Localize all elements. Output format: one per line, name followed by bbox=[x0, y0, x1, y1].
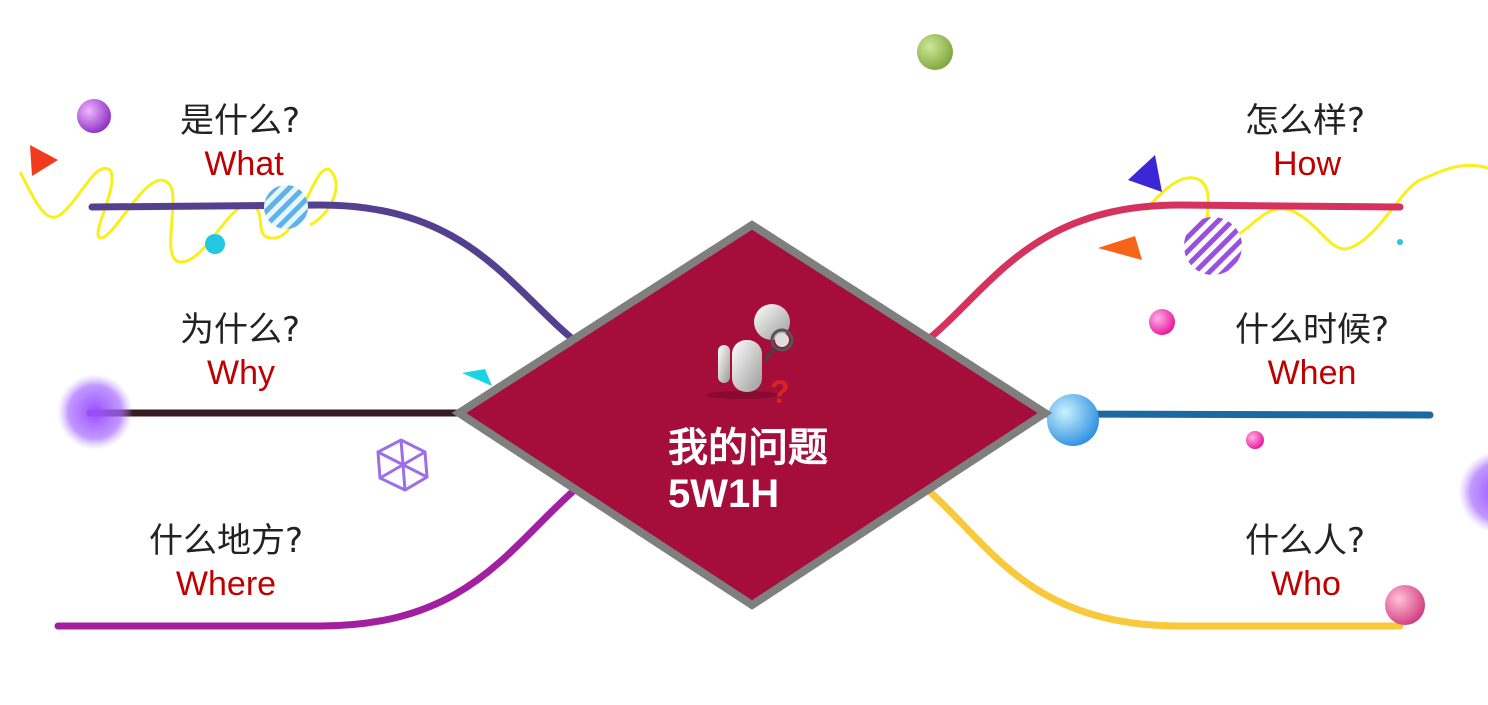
branch-label-when: 什么时候? When bbox=[1212, 309, 1412, 394]
branch-en-label: When bbox=[1267, 353, 1357, 392]
branch-label-what: 是什么? What bbox=[140, 100, 340, 185]
decorative-ball-icon bbox=[205, 234, 225, 254]
decorative-ball-icon bbox=[77, 99, 111, 133]
decorative-triangle-icon bbox=[1098, 236, 1142, 260]
branch-line-what bbox=[88, 201, 584, 349]
decorative-ball-icon bbox=[1385, 585, 1425, 625]
decorative-triangle-icon bbox=[462, 369, 492, 386]
branch-en-label: How bbox=[1272, 144, 1342, 183]
branch-label-where: 什么地方? Where bbox=[120, 520, 332, 605]
decorative-ball-icon bbox=[917, 34, 953, 70]
branch-label-why: 为什么? Why bbox=[140, 309, 340, 394]
decorative-ball-icon bbox=[1149, 309, 1175, 335]
branch-label-how: 怎么样? How bbox=[1205, 100, 1405, 185]
center-subtitle: 5W1H bbox=[668, 472, 780, 516]
branch-line-where bbox=[54, 483, 582, 630]
question-mark-icon: ? bbox=[770, 374, 790, 410]
center-title: 我的问题 bbox=[668, 425, 828, 471]
decorative-ball-icon bbox=[57, 374, 133, 450]
branch-en-label: Where bbox=[175, 564, 277, 603]
branch-line-who bbox=[924, 486, 1404, 630]
decorative-ball-icon bbox=[1458, 451, 1488, 533]
squiggle-decoration bbox=[1143, 163, 1488, 251]
decorative-ball-icon bbox=[1397, 239, 1403, 245]
decorative-triangle-icon bbox=[1128, 155, 1162, 192]
branch-cn-label: 什么地方? bbox=[148, 521, 304, 561]
decorative-triangle-icon bbox=[30, 145, 58, 176]
branch-en-label: Why bbox=[207, 353, 275, 392]
branch-cn-label: 什么人? bbox=[1244, 521, 1366, 561]
decorative-polyhedron-icon bbox=[376, 438, 429, 492]
center-label: 我的问题 5W1H bbox=[668, 425, 828, 517]
decorative-ball-icon bbox=[1246, 431, 1264, 449]
branch-label-who: 什么人? Who bbox=[1205, 520, 1405, 605]
branch-cn-label: 是什么? bbox=[179, 101, 301, 141]
magnifier-figure-icon bbox=[706, 304, 794, 399]
branch-line-how bbox=[921, 201, 1404, 346]
branch-cn-label: 为什么? bbox=[179, 310, 301, 350]
branch-cn-label: 什么时候? bbox=[1234, 310, 1390, 350]
center-diamond bbox=[451, 220, 1053, 610]
branch-en-label: What bbox=[204, 144, 284, 183]
decorative-ball-icon bbox=[264, 185, 308, 229]
branch-line-when bbox=[1036, 410, 1434, 419]
decorative-ball-icon bbox=[1047, 394, 1099, 446]
branch-en-label: Who bbox=[1271, 564, 1341, 603]
branch-cn-label: 怎么样? bbox=[1244, 101, 1366, 141]
decorative-ball-icon bbox=[1184, 217, 1242, 275]
